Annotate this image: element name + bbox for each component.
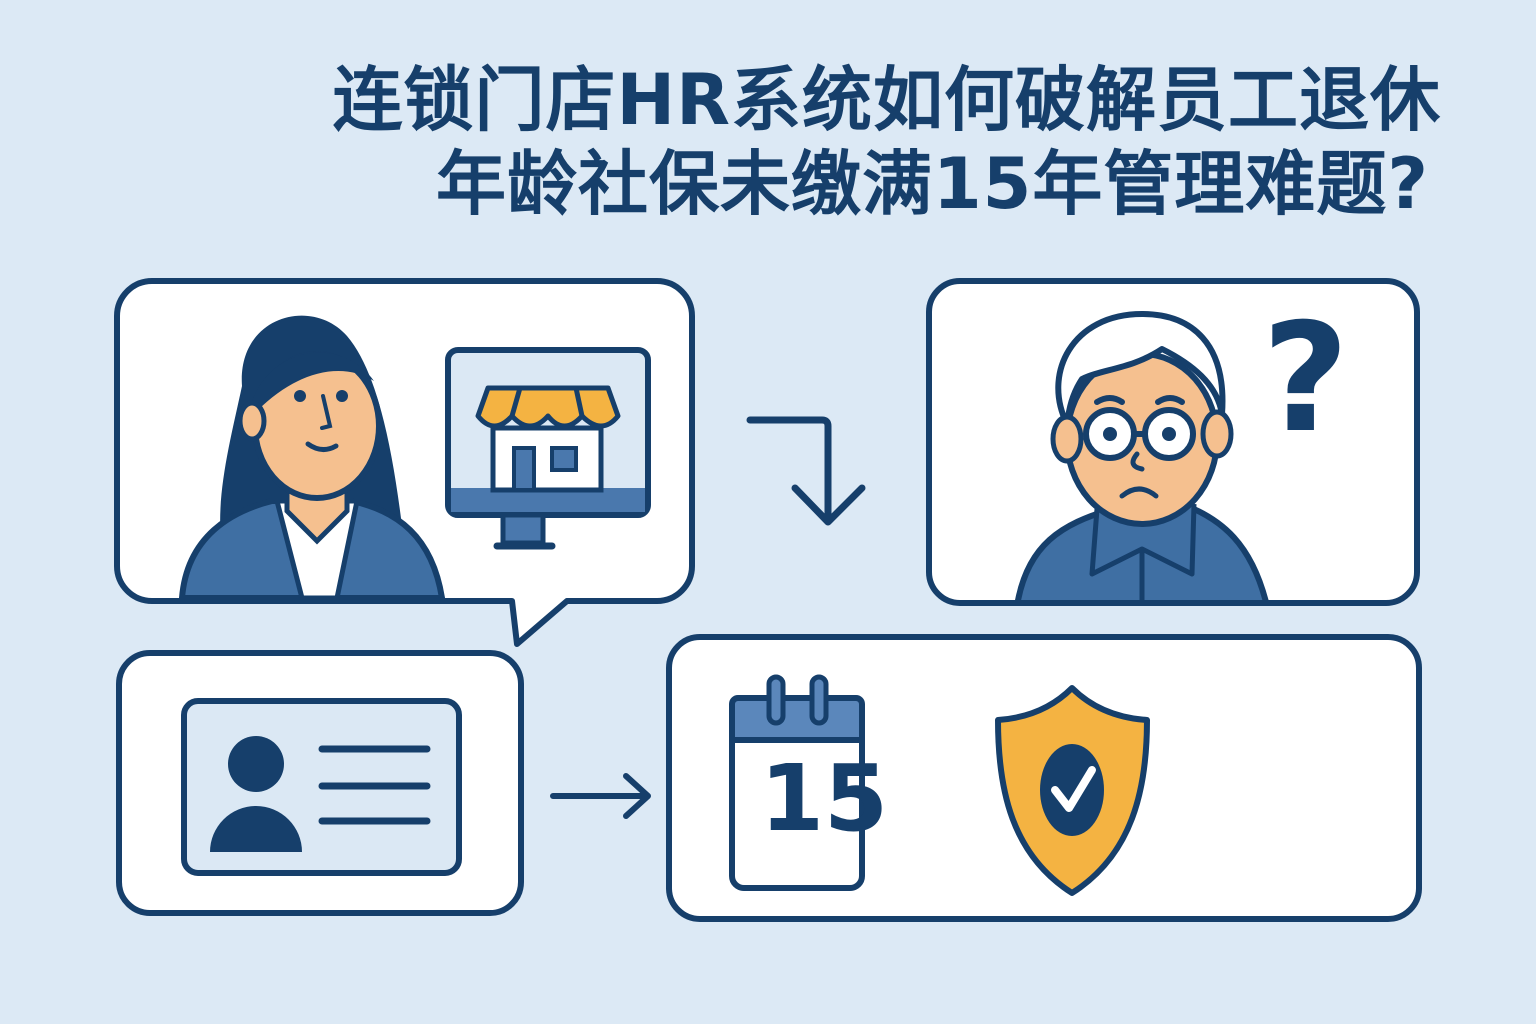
title-line-2: 年龄社保未缴满15年管理难题? — [435, 143, 1429, 225]
store-monitor-icon — [445, 347, 651, 550]
title-line-1: 连锁门店HR系统如何破解员工退休 — [332, 59, 1441, 141]
hr-woman-icon — [178, 315, 446, 601]
page-title: 连锁门店HR系统如何破解员工退休 年龄社保未缴满15年管理难题? — [333, 58, 1442, 226]
right-arrow-icon — [550, 773, 651, 819]
bent-arrow-icon — [746, 416, 866, 526]
retiree-panel: ? — [926, 278, 1420, 606]
solution-panel: 15 — [666, 634, 1422, 922]
calendar-icon — [729, 674, 865, 891]
shield-check-icon — [995, 685, 1150, 896]
id-card-icon — [181, 698, 462, 876]
question-mark-icon: ? — [1262, 292, 1350, 466]
elderly-man-icon — [1015, 311, 1269, 600]
id-card-panel — [116, 650, 524, 916]
hr-speech-bubble — [114, 278, 695, 647]
calendar-number: 15 — [760, 745, 889, 852]
